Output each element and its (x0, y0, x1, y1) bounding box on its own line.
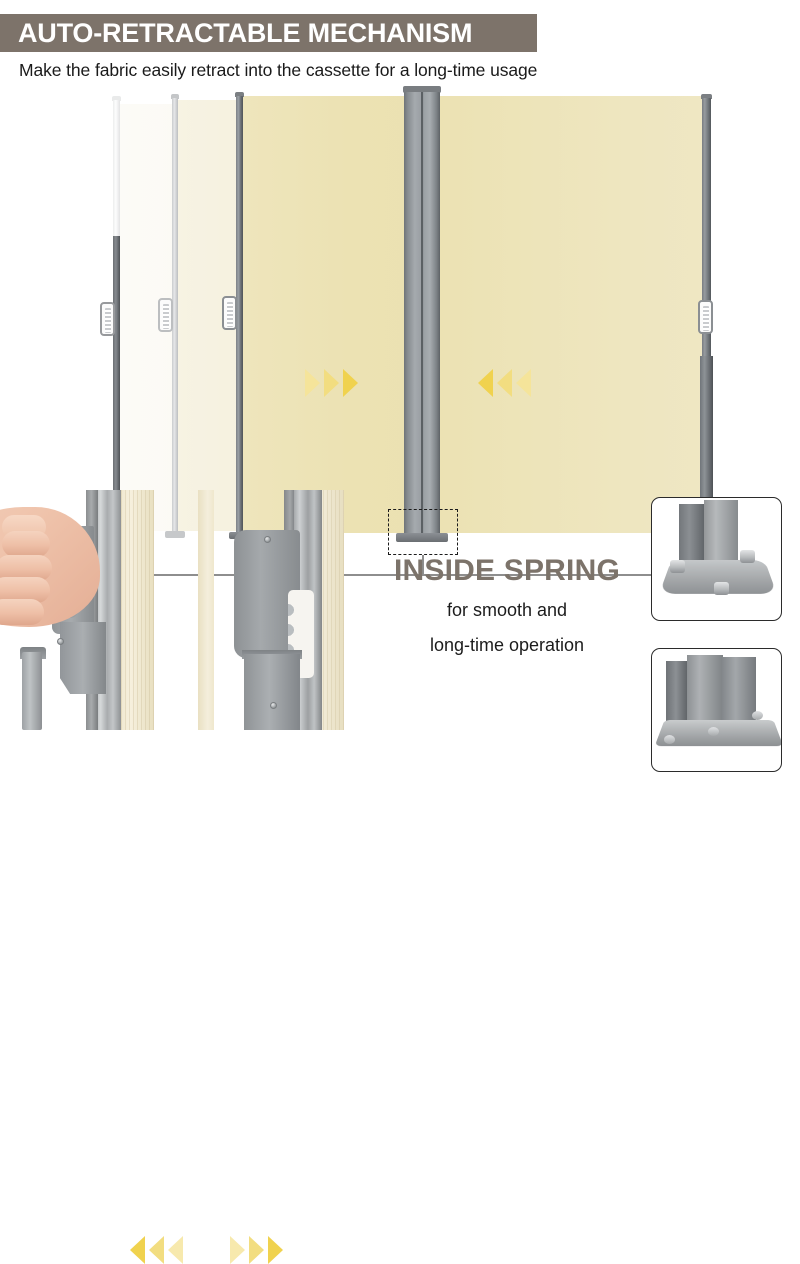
chevron-group-bottom-left (130, 1236, 183, 1264)
chevron-group-retract-left (478, 369, 531, 397)
rail-body (236, 96, 243, 533)
lower-bracket (244, 654, 300, 730)
fabric-panel-left (242, 96, 418, 533)
handle-grip-icon (162, 304, 169, 329)
chevron-right-icon (230, 1236, 245, 1264)
leading-rail-ghost-inner (165, 94, 185, 538)
fabric-edge-right (320, 490, 344, 730)
page-title: AUTO-RETRACTABLE MECHANISM (18, 18, 473, 48)
connector-line-horizontal (121, 574, 715, 576)
finger (2, 531, 50, 557)
handle-grip-icon (226, 302, 233, 327)
finger (0, 555, 52, 581)
finger (0, 599, 44, 625)
chevron-right-icon (249, 1236, 264, 1264)
inside-spring-line-2: long-time operation (429, 635, 585, 655)
chevron-right-icon (324, 369, 339, 397)
connector-line-centre (422, 555, 424, 575)
chevron-right-icon (268, 1236, 283, 1264)
rail-cap-icon (112, 96, 121, 101)
handle-grip-icon (702, 306, 709, 331)
chevron-right-icon (343, 369, 358, 397)
chevron-right-icon (305, 369, 320, 397)
pull-handle-right-panel (698, 300, 713, 334)
header-banner (0, 14, 537, 52)
post-segment (704, 500, 738, 568)
handle-plate (234, 530, 314, 678)
chevron-left-icon (516, 369, 531, 397)
post-segment (666, 661, 688, 727)
rail-body (172, 98, 178, 532)
chevron-group-bottom-right (230, 1236, 283, 1264)
fabric-panel-right (438, 96, 710, 533)
bolt-icon (670, 560, 685, 573)
rail-cap-icon (235, 92, 244, 97)
post-segment (722, 657, 756, 725)
rail-cap-icon (171, 94, 179, 99)
screw-icon (264, 536, 271, 543)
chevron-left-icon (130, 1236, 145, 1264)
inside-spring-title: INSIDE SPRING (394, 554, 620, 587)
bolt-icon (714, 582, 729, 595)
bolt-icon (708, 727, 719, 736)
inset-double-post-base-plate (651, 648, 782, 772)
inside-spring-line-1: for smooth and (446, 600, 568, 620)
fabric-edge (118, 490, 154, 730)
hand-pulling-handle-photo (0, 490, 165, 730)
pull-handle-ghost-inner (158, 298, 173, 332)
post-segment (687, 655, 723, 727)
callout-box-centre-post-base (388, 509, 458, 555)
post-segment (679, 504, 705, 566)
bolt-icon (740, 550, 755, 563)
bolt-icon (664, 735, 675, 744)
screw-icon (57, 638, 64, 645)
finger (0, 577, 50, 603)
rail-outer (96, 490, 121, 730)
pull-handle-ghost-outer (100, 302, 115, 336)
bottom-detail-section (0, 488, 800, 1264)
rail-foot (165, 531, 185, 538)
pull-handle-left-panel (222, 296, 237, 330)
fabric-edge-left (198, 490, 214, 730)
bolt-icon (752, 711, 763, 720)
handle-grip-icon (104, 308, 111, 333)
chevron-group-retract-right (305, 369, 358, 397)
post-base-plate (396, 533, 448, 542)
post-cap-icon (701, 94, 712, 99)
chevron-left-icon (478, 369, 493, 397)
handle-bracket (60, 622, 106, 694)
handle-closeup-photo (198, 490, 344, 730)
chevron-left-icon (149, 1236, 164, 1264)
chevron-left-icon (168, 1236, 183, 1264)
centre-double-cassette-post (396, 86, 448, 542)
inset-single-post-base-plate (651, 497, 782, 621)
support-strut (22, 652, 42, 730)
post-seam (421, 92, 423, 535)
hero-illustration (0, 86, 800, 576)
post-cap-icon (403, 86, 441, 93)
chevron-left-icon (497, 369, 512, 397)
leading-rail (229, 92, 250, 539)
leading-rail-ghost-outer-lower (113, 236, 120, 531)
screw-icon (270, 702, 277, 709)
page-subtitle: Make the fabric easily retract into the … (19, 60, 538, 80)
